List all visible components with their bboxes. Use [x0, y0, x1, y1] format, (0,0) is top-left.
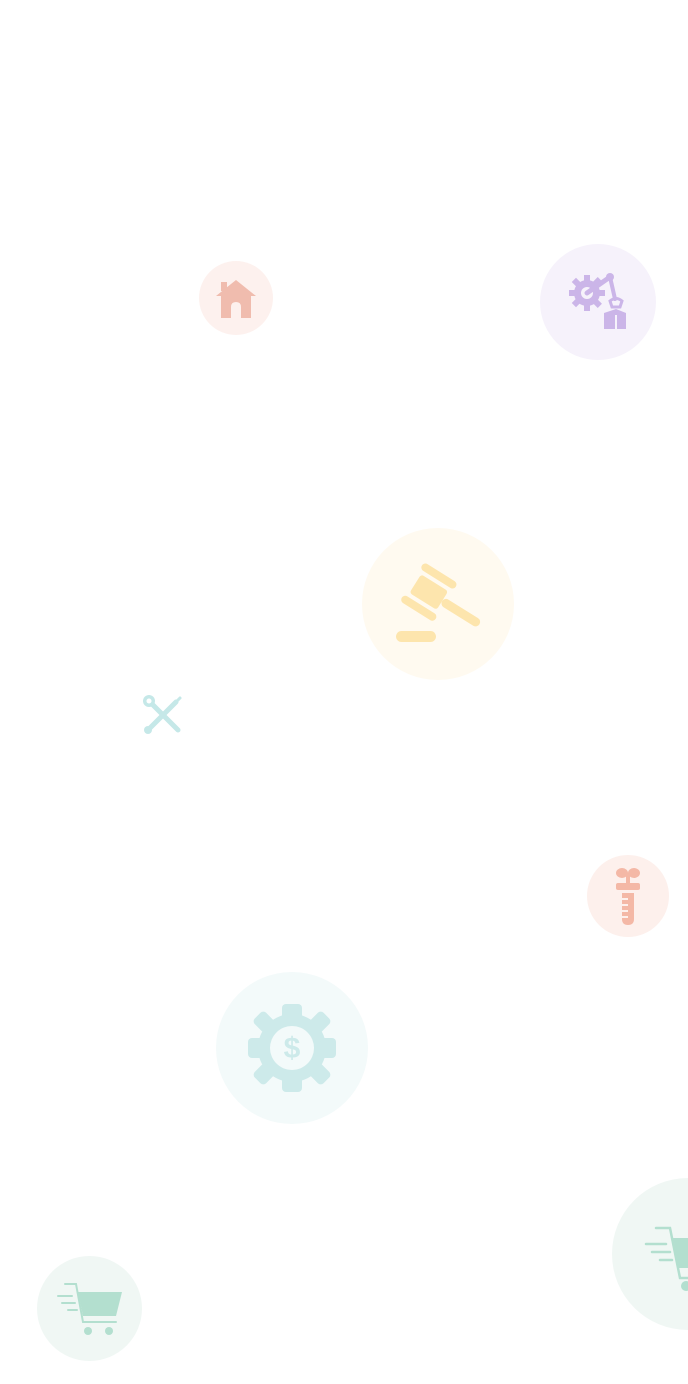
robot-arm-gear-icon	[569, 273, 626, 329]
shopping-cart-icon	[56, 1282, 122, 1335]
svg-text:$: $	[284, 1032, 301, 1065]
gear-dollar-icon: $	[248, 1004, 336, 1092]
tools-icon	[143, 695, 182, 734]
shopping-cart-bubble-small	[37, 1256, 142, 1361]
test-tube-bubble	[587, 855, 669, 937]
plant-test-tube-icon	[616, 868, 640, 925]
house-icon	[216, 280, 256, 318]
gavel-bubble	[362, 528, 514, 680]
gear-dollar-bubble: $	[216, 972, 368, 1124]
gavel-icon	[396, 563, 481, 642]
shopping-cart-bubble-large	[612, 1178, 688, 1330]
house-bubble	[199, 261, 273, 335]
shopping-cart-icon	[644, 1226, 688, 1291]
robot-arm-bubble	[540, 244, 656, 360]
